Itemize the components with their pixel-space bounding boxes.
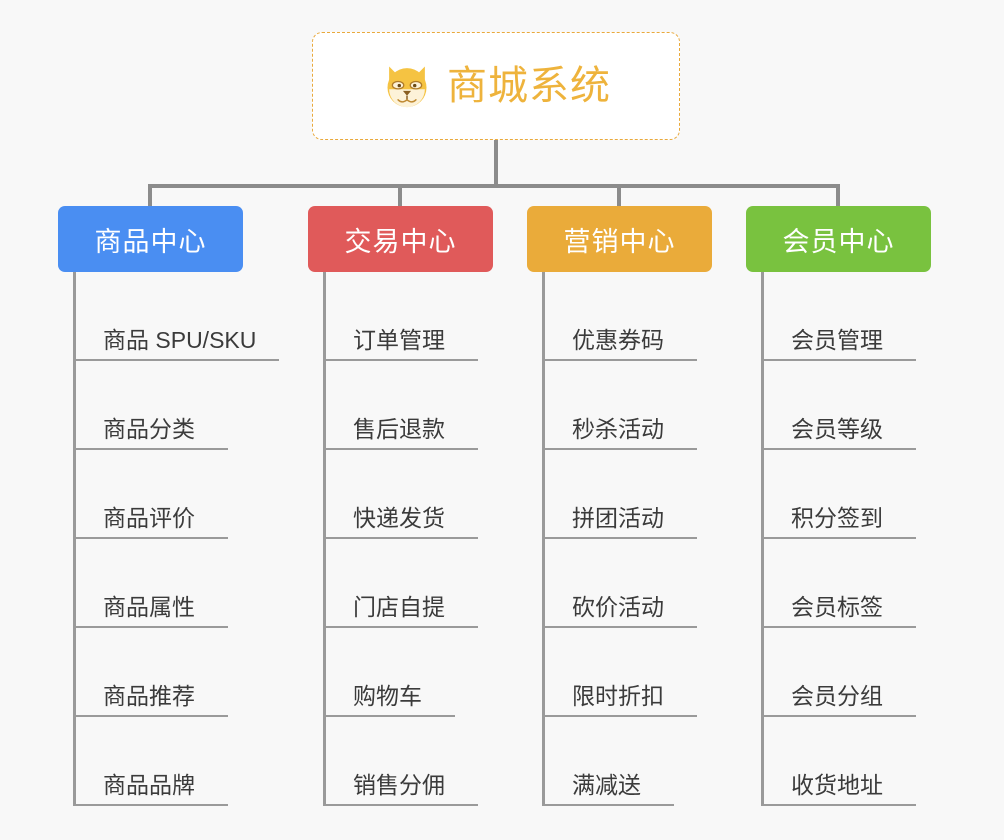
leaf-underline <box>761 537 916 539</box>
leaf-label: 积分签到 <box>791 505 883 531</box>
leaf-item[interactable]: 限时折扣 <box>542 628 697 717</box>
leaf-item[interactable]: 快递发货 <box>323 450 478 539</box>
leaf-underline <box>323 448 478 450</box>
leaf-label: 收货地址 <box>791 772 883 798</box>
leaf-underline <box>73 626 228 628</box>
leaf-underline <box>73 715 228 717</box>
leaf-label: 会员标签 <box>791 594 883 620</box>
category-node-会员中心[interactable]: 会员中心 <box>746 206 931 272</box>
leaf-item[interactable]: 优惠券码 <box>542 272 697 361</box>
leaf-item[interactable]: 门店自提 <box>323 539 478 628</box>
leaf-item[interactable]: 商品推荐 <box>73 628 256 717</box>
leaf-underline <box>73 359 279 361</box>
leaf-underline <box>542 448 697 450</box>
leaf-underline <box>323 626 478 628</box>
leaf-label: 砍价活动 <box>572 594 664 620</box>
branch-drop-line-3 <box>617 184 621 206</box>
leaf-underline <box>542 359 697 361</box>
leaf-trunk-line <box>323 272 326 806</box>
leaf-item[interactable]: 销售分佣 <box>323 717 478 806</box>
leaf-label: 拼团活动 <box>572 505 664 531</box>
leaf-label: 门店自提 <box>353 594 445 620</box>
leaf-column-交易中心: 订单管理 售后退款 快递发货 门店自提 购物车 销售分佣 <box>323 272 478 806</box>
leaf-item[interactable]: 商品评价 <box>73 450 256 539</box>
leaf-underline <box>761 626 916 628</box>
leaf-item[interactable]: 订单管理 <box>323 272 478 361</box>
leaf-underline <box>761 448 916 450</box>
leaf-underline <box>73 448 228 450</box>
leaf-underline <box>73 804 228 806</box>
leaf-item[interactable]: 秒杀活动 <box>542 361 697 450</box>
leaf-underline <box>323 715 455 717</box>
leaf-item[interactable]: 收货地址 <box>761 717 916 806</box>
leaf-underline <box>761 715 916 717</box>
leaf-item[interactable]: 会员标签 <box>761 539 916 628</box>
leaf-trunk-line <box>542 272 545 806</box>
leaf-trunk-line <box>73 272 76 806</box>
leaf-label: 优惠券码 <box>572 327 664 353</box>
leaf-underline <box>542 804 674 806</box>
branch-drop-line-1 <box>148 184 152 206</box>
leaf-label: 商品品牌 <box>103 772 195 798</box>
leaf-label: 商品分类 <box>103 416 195 442</box>
leaf-underline <box>323 804 478 806</box>
leaf-item[interactable]: 会员分组 <box>761 628 916 717</box>
branch-horizontal-line <box>150 184 840 188</box>
category-label: 营销中心 <box>563 226 676 257</box>
leaf-column-营销中心: 优惠券码 秒杀活动 拼团活动 砍价活动 限时折扣 满减送 <box>542 272 697 806</box>
leaf-item[interactable]: 售后退款 <box>323 361 478 450</box>
root-node[interactable]: 商城系统 <box>312 32 680 140</box>
leaf-trunk-line <box>761 272 764 806</box>
branch-drop-line-2 <box>398 184 402 206</box>
leaf-label: 秒杀活动 <box>572 416 664 442</box>
leaf-item[interactable]: 购物车 <box>323 628 455 717</box>
leaf-item[interactable]: 会员管理 <box>761 272 916 361</box>
category-node-商品中心[interactable]: 商品中心 <box>58 206 243 272</box>
leaf-underline <box>323 359 478 361</box>
leaf-item[interactable]: 会员等级 <box>761 361 916 450</box>
category-label: 会员中心 <box>782 226 895 257</box>
leaf-label: 购物车 <box>353 683 422 709</box>
leaf-label: 商品评价 <box>103 505 195 531</box>
leaf-label: 会员等级 <box>791 416 883 442</box>
branch-drop-line-4 <box>836 184 840 206</box>
leaf-item[interactable]: 商品属性 <box>73 539 256 628</box>
leaf-column-商品中心: 商品 SPU/SKU 商品分类 商品评价 商品属性 商品推荐 商品品牌 <box>73 272 279 806</box>
leaf-underline <box>761 359 916 361</box>
leaf-label: 商品属性 <box>103 594 195 620</box>
leaf-item[interactable]: 满减送 <box>542 717 674 806</box>
leaf-label: 商品推荐 <box>103 683 195 709</box>
root-stem-line <box>494 140 498 186</box>
leaf-label: 售后退款 <box>353 416 445 442</box>
leaf-label: 满减送 <box>572 772 641 798</box>
leaf-item[interactable]: 商品品牌 <box>73 717 256 806</box>
leaf-label: 订单管理 <box>353 327 445 353</box>
leaf-label: 销售分佣 <box>353 772 445 798</box>
leaf-item[interactable]: 商品 SPU/SKU <box>73 272 279 361</box>
leaf-item[interactable]: 积分签到 <box>761 450 916 539</box>
leaf-underline <box>542 626 697 628</box>
category-label: 交易中心 <box>344 226 457 257</box>
leaf-label: 会员分组 <box>791 683 883 709</box>
leaf-underline <box>323 537 478 539</box>
leaf-item[interactable]: 商品分类 <box>73 361 256 450</box>
root-title: 商城系统 <box>447 64 611 108</box>
category-label: 商品中心 <box>94 226 207 257</box>
leaf-item[interactable]: 拼团活动 <box>542 450 697 539</box>
leaf-column-会员中心: 会员管理 会员等级 积分签到 会员标签 会员分组 收货地址 <box>761 272 916 806</box>
leaf-label: 限时折扣 <box>572 683 664 709</box>
leaf-label: 商品 SPU/SKU <box>103 327 257 353</box>
leaf-item[interactable]: 砍价活动 <box>542 539 697 628</box>
leaf-label: 快递发货 <box>353 505 445 531</box>
category-node-营销中心[interactable]: 营销中心 <box>527 206 712 272</box>
leaf-underline <box>761 804 916 806</box>
leaf-underline <box>542 715 697 717</box>
leaf-underline <box>542 537 697 539</box>
leaf-label: 会员管理 <box>791 327 883 353</box>
leaf-underline <box>73 537 228 539</box>
shiba-dog-face-icon <box>387 66 427 111</box>
category-node-交易中心[interactable]: 交易中心 <box>308 206 493 272</box>
